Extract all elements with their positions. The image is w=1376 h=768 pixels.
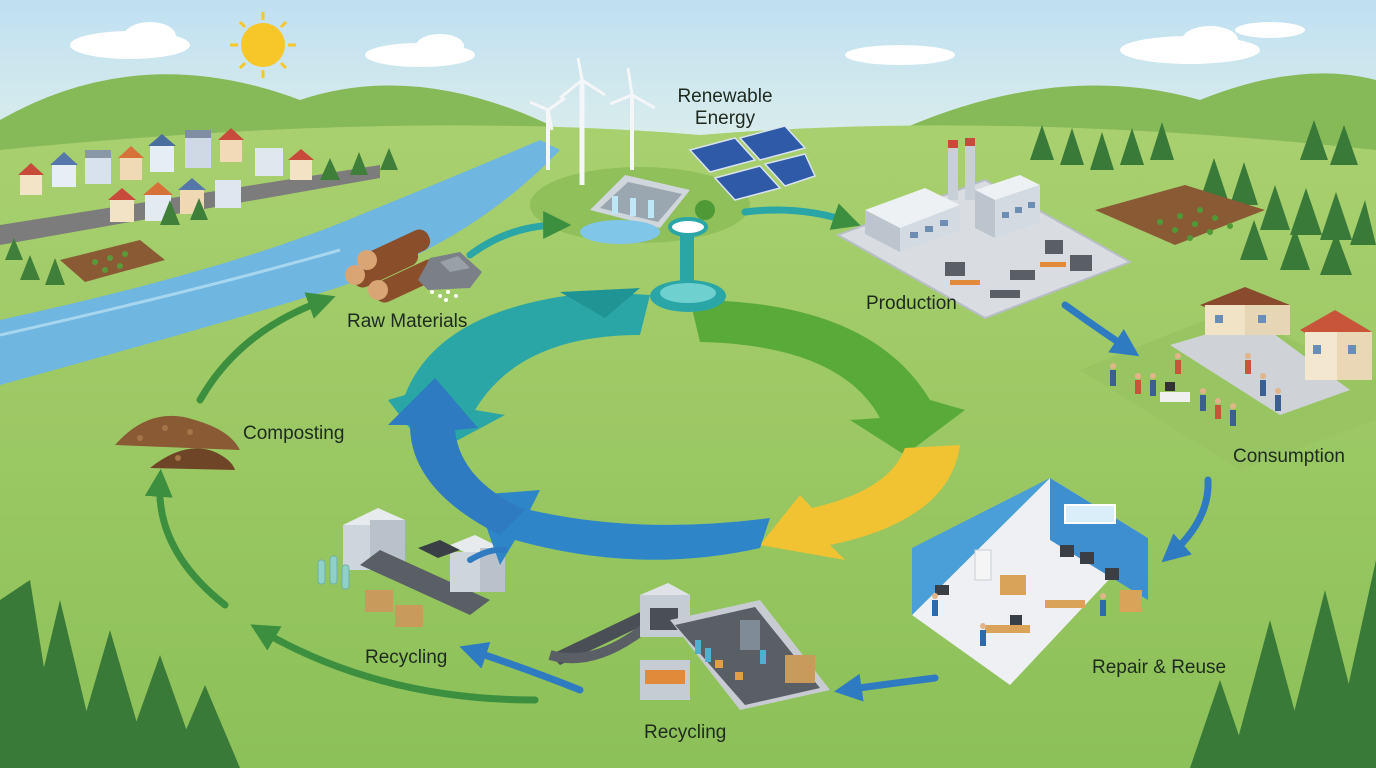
houses-icon (0, 128, 380, 245)
river (0, 140, 560, 385)
repair-workshop-icon (912, 478, 1148, 685)
label-renewable-energy-line1: Renewable (677, 86, 773, 107)
label-recycling-bottom: Recycling (644, 722, 727, 743)
cycle-segment-yellow (760, 445, 960, 560)
forest-right (1030, 120, 1376, 275)
arrow-soil-to-composting (144, 468, 229, 609)
farm-field-icon (60, 240, 165, 282)
label-repair-reuse: Repair & Reuse (1092, 657, 1227, 678)
people (1110, 353, 1281, 426)
arrow-recycling-to-recycling (459, 642, 584, 694)
arrow-recycling-to-soil (250, 624, 539, 704)
cycle-segment-green (690, 300, 965, 455)
arrow-consumption-to-repair (1161, 476, 1212, 563)
label-recycling-left: Recycling (365, 647, 448, 668)
logs-icon (345, 229, 441, 303)
label-production: Production (866, 293, 957, 314)
arrow-production-to-consumption (1061, 301, 1140, 357)
trees-icon (5, 148, 398, 285)
sun-icon (230, 12, 296, 78)
factory-icon (835, 138, 1133, 320)
hydro-dam-icon (580, 175, 715, 244)
cycle-segment-blue-left (388, 378, 525, 535)
flow-arrows (144, 203, 1212, 704)
cycle-hub (650, 217, 726, 312)
wind-turbine-icon (529, 57, 656, 185)
farm-field-right (1095, 185, 1265, 245)
arrow-energy-to-production (741, 203, 861, 230)
solar-panel-icon (688, 125, 817, 201)
arrow-composting-to-raw (196, 292, 336, 404)
clouds (70, 22, 1305, 67)
label-renewable-energy-line2: Energy (694, 108, 756, 129)
consumption-scene (1080, 287, 1376, 470)
central-cycle-ring (388, 217, 965, 565)
renewable-energy-site (529, 57, 817, 244)
label-composting: Composting (243, 423, 345, 444)
forest-bottom-left (0, 580, 240, 768)
forest-bottom-right (1190, 560, 1376, 768)
arrow-repair-to-recycling (833, 673, 939, 702)
cycle-segment-blue (475, 490, 770, 565)
rocks-icon (418, 252, 482, 302)
houses-icon (1200, 287, 1372, 380)
label-consumption: Consumption (1233, 446, 1345, 467)
label-raw-materials: Raw Materials (347, 311, 468, 332)
arrow-raw-to-energy (466, 211, 572, 259)
compost-pile-icon (115, 415, 240, 470)
recycling-plant-icon (548, 583, 830, 710)
label-renewable-energy: Renewable Energy (665, 86, 785, 130)
